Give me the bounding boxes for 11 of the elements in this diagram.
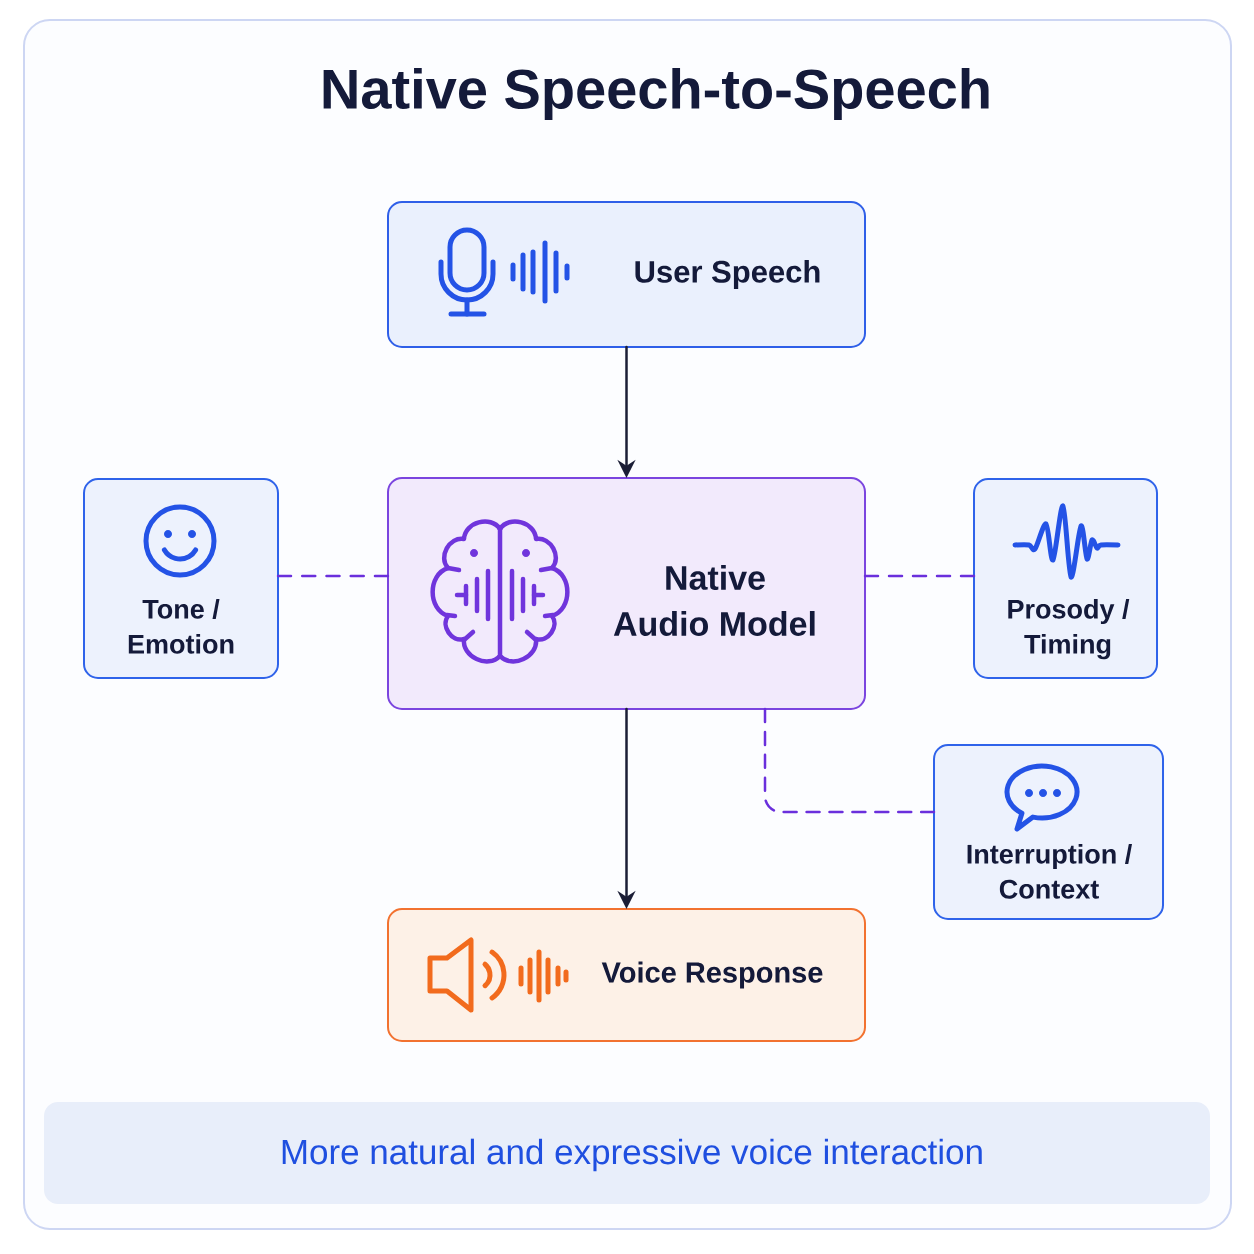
feature-box: Tone / Emotion xyxy=(83,478,279,679)
feature-box: Interruption / Context xyxy=(933,744,1164,920)
connector-line xyxy=(863,574,976,578)
connector-line xyxy=(276,574,390,578)
model-box: Native Audio Model xyxy=(387,477,866,710)
title: Native Speech-to-Speech xyxy=(323,67,989,121)
input-box: User Speech xyxy=(387,201,866,348)
summary-banner: More natural and expressive voice interaction xyxy=(44,1102,1210,1204)
output-box: Voice Response xyxy=(387,908,866,1042)
feature-box: Prosody / Timing xyxy=(973,478,1158,679)
connector-line xyxy=(763,707,936,814)
